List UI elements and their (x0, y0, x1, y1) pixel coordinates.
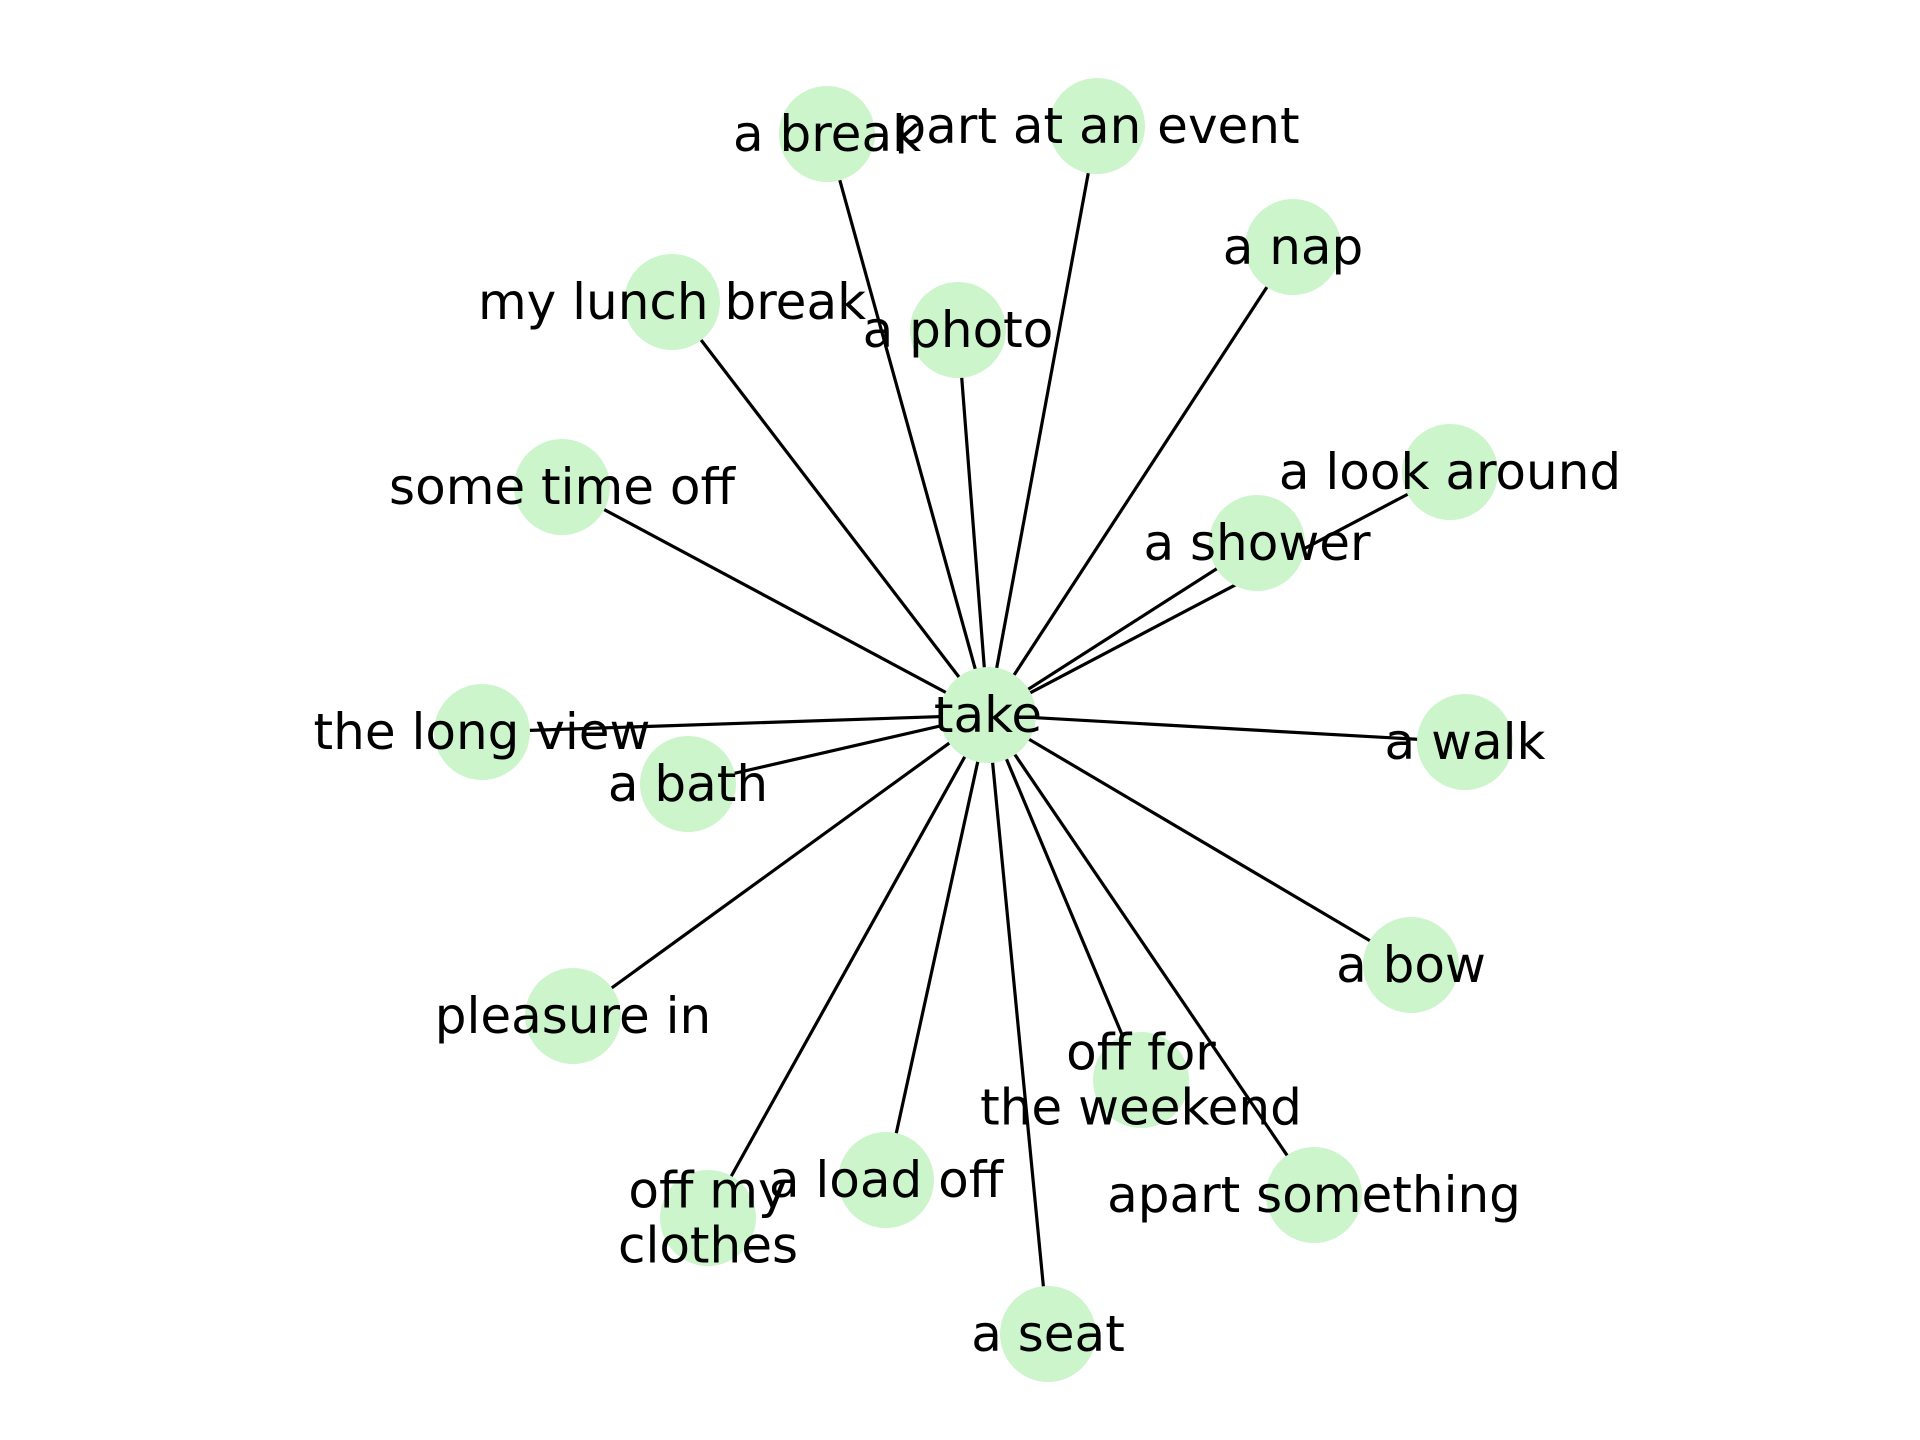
node-a-photo: a photo (863, 282, 1054, 378)
node-circle (1363, 917, 1459, 1013)
node-label: a shower (1143, 514, 1371, 572)
node-circle (640, 736, 736, 832)
edges-layer (481, 125, 1466, 1335)
edge-take-a-nap (986, 246, 1295, 716)
node-a-break: a break (733, 86, 921, 182)
node-label: a bow (1336, 936, 1486, 994)
node-a-bow: a bow (1336, 917, 1486, 1013)
node-label: take (934, 686, 1042, 744)
node-circle (434, 684, 530, 780)
node-circle (779, 86, 875, 182)
node-my-lunch-break: my lunch break (478, 254, 866, 350)
edge-take-a-walk (987, 713, 1466, 744)
node-a-load-off: a load off (769, 1132, 1005, 1228)
node-circle (624, 254, 720, 350)
node-label-line: the weekend (980, 1079, 1302, 1137)
node-label-line: off for (1066, 1024, 1216, 1082)
node-label: some time off (389, 458, 736, 516)
node-circle (1245, 199, 1341, 295)
node-a-bath: a bath (608, 736, 768, 832)
node-label: a seat (971, 1305, 1125, 1363)
node-label: apart something (1107, 1166, 1521, 1224)
node-label: pleasure in (435, 987, 711, 1045)
node-circle (940, 667, 1036, 763)
node-a-look-around: a look around (1279, 424, 1621, 520)
edge-take-my-lunch-break (670, 301, 990, 716)
edge-take-off-for-the-weekend (986, 714, 1143, 1081)
node-label: a photo (863, 301, 1054, 359)
edge-take-the-long-view (481, 713, 989, 734)
node-circle (1000, 1286, 1096, 1382)
edge-take-a-break (825, 133, 990, 716)
edge-take-part-at-an-event (986, 125, 1099, 716)
node-circle (660, 1170, 756, 1266)
node-label: a walk (1385, 713, 1546, 771)
node-label: part at an event (894, 97, 1299, 155)
node-circle (1402, 424, 1498, 520)
node-circle (1417, 694, 1513, 790)
node-circle (1209, 495, 1305, 591)
node-label: a look around (1279, 443, 1621, 501)
node-circle (838, 1132, 934, 1228)
node-pleasure-in: pleasure in (435, 968, 711, 1064)
node-a-nap: a nap (1223, 199, 1364, 295)
node-label: a nap (1223, 218, 1364, 276)
node-circle (1049, 78, 1145, 174)
edge-take-a-seat (986, 714, 1050, 1335)
edge-take-a-photo (956, 329, 990, 716)
edge-take-a-bath (687, 713, 989, 786)
edge-take-pleasure-in (572, 713, 989, 1018)
edge-take-apart-something (986, 714, 1316, 1196)
edge-take-a-bow (987, 713, 1412, 967)
edge-take-off-my-clothes (706, 714, 990, 1219)
edge-take-a-shower (987, 541, 1258, 717)
node-circle (910, 282, 1006, 378)
node-a-shower: a shower (1143, 495, 1371, 591)
node-label-line: off my (628, 1162, 787, 1220)
node-circle (1266, 1147, 1362, 1243)
node-label: the long view (314, 703, 651, 761)
node-some-time-off: some time off (389, 439, 736, 535)
edge-take-some-time-off (561, 485, 989, 717)
node-circle (525, 968, 621, 1064)
node-a-walk: a walk (1385, 694, 1546, 790)
node-circle (514, 439, 610, 535)
node-label: a load off (769, 1151, 1005, 1209)
node-label: a bath (608, 755, 768, 813)
node-label: my lunch break (478, 273, 866, 331)
node-label: a break (733, 105, 921, 163)
edge-take-a-load-off (884, 714, 990, 1181)
node-part-at-an-event: part at an event (894, 78, 1300, 174)
node-apart-something: apart something (1107, 1147, 1521, 1243)
node-a-seat: a seat (971, 1286, 1125, 1382)
edge-take-a-look-around (987, 470, 1451, 717)
node-label-line: clothes (618, 1217, 798, 1275)
node-circle (1093, 1032, 1189, 1128)
node-take: take (934, 667, 1042, 763)
node-the-long-view: the long view (314, 684, 651, 780)
